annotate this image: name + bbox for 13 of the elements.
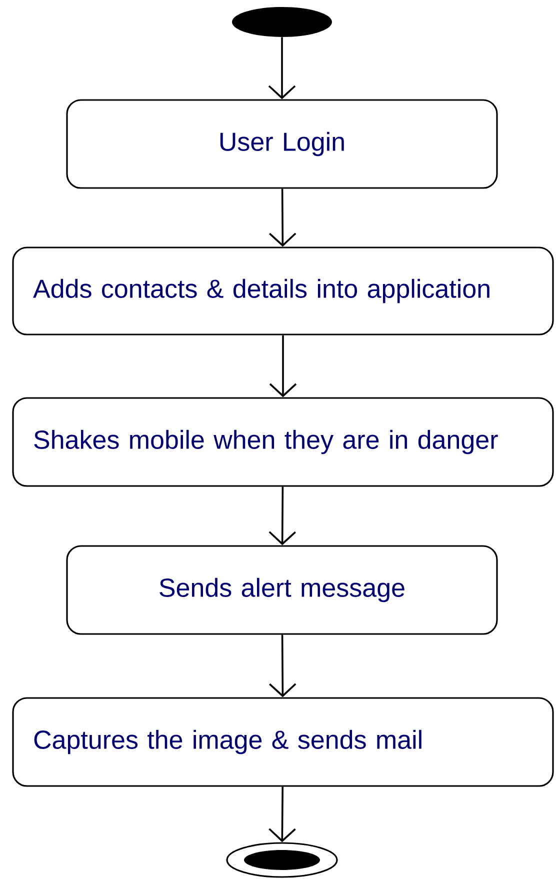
arrow — [269, 335, 297, 398]
activity-box: Captures the image & sends mail — [12, 697, 554, 787]
arrow — [268, 37, 296, 100]
arrow — [269, 188, 296, 247]
start-node — [232, 7, 332, 37]
arrow — [268, 786, 296, 842]
activity-box: User Login — [66, 99, 498, 189]
arrow — [269, 634, 296, 698]
end-node — [226, 842, 338, 878]
activity-box: Sends alert message — [66, 545, 498, 635]
arrow — [268, 486, 296, 546]
activity-box: Shakes mobile when they are in danger — [12, 397, 554, 487]
activity-box: Adds contacts & details into application — [12, 246, 554, 336]
